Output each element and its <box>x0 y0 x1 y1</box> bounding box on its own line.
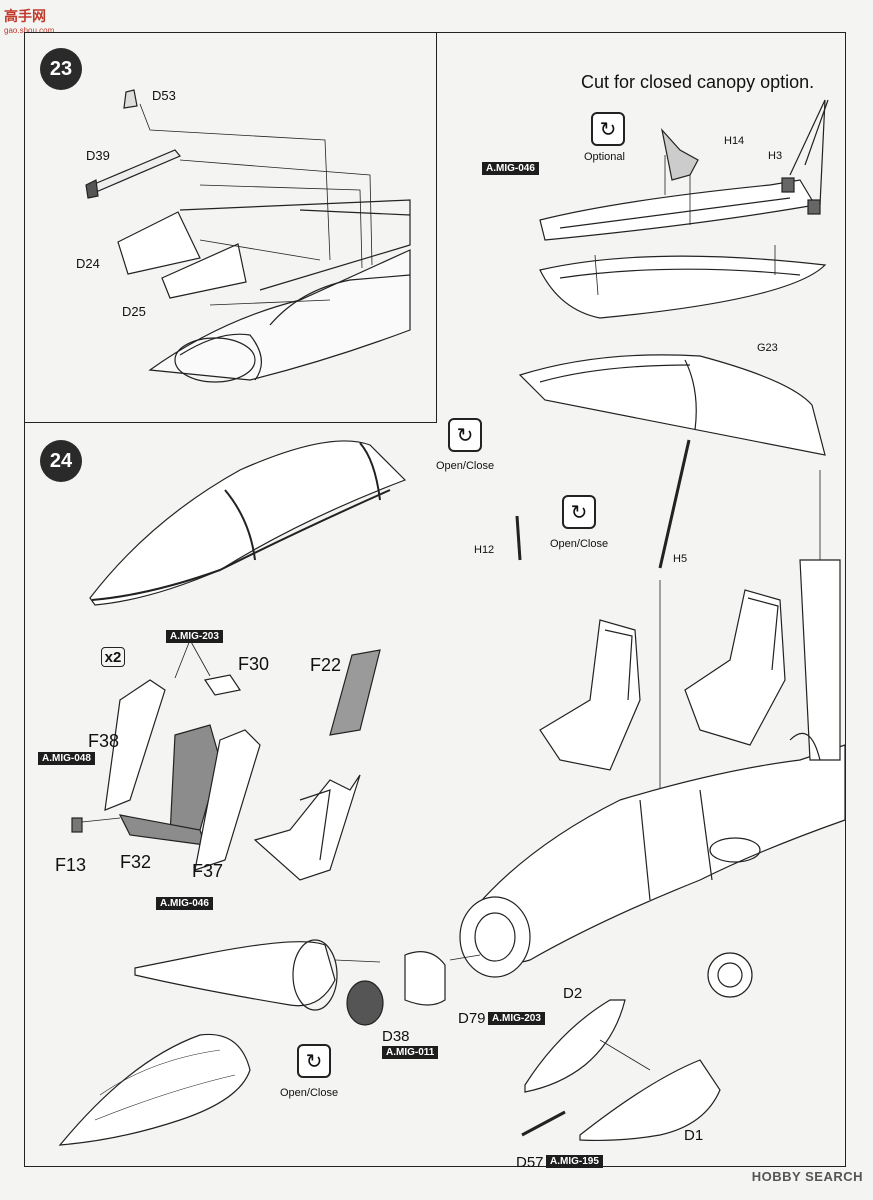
open-close-label: Open/Close <box>436 460 495 472</box>
paint-code: A.MIG-048 <box>38 752 95 765</box>
site-logo: 高手网 gao.shou.com <box>4 8 55 35</box>
open-close-icon: ↻ <box>297 1044 331 1078</box>
part-label-d39: D39 <box>86 148 110 163</box>
part-label-d1: D1 <box>684 1127 704 1144</box>
step-23-panel <box>24 32 437 423</box>
paint-code: A.MIG-046 <box>156 897 213 910</box>
part-label-d24: D24 <box>76 256 100 271</box>
paint-code: A.MIG-046 <box>482 162 539 175</box>
part-label-h14: H14 <box>724 135 745 147</box>
open-close-icon: ↻ <box>562 495 596 529</box>
part-label-f37: F37 <box>192 861 224 881</box>
optional-label: Optional <box>584 151 625 163</box>
part-label-h5: H5 <box>673 553 688 565</box>
paint-code: A.MIG-011 <box>382 1046 439 1059</box>
watermark: HOBBY SEARCH <box>751 1169 863 1184</box>
paint-code: A.MIG-203 <box>488 1012 545 1025</box>
part-label-d79: D79 <box>458 1010 486 1027</box>
part-label-f30: F30 <box>238 654 270 674</box>
closed-canopy-note: Cut for closed canopy option. <box>581 72 815 92</box>
part-label-g23: G23 <box>757 342 778 354</box>
open-close-label: Open/Close <box>280 1087 339 1099</box>
step-number: 23 <box>40 48 82 90</box>
part-label-f32: F32 <box>120 852 152 872</box>
part-label-d38: D38 <box>382 1028 410 1045</box>
open-close-label: Open/Close <box>550 538 609 550</box>
part-label-d2: D2 <box>563 985 583 1002</box>
optional-icon: ↻ <box>591 112 625 146</box>
open-close-icon: ↻ <box>448 418 482 452</box>
part-label-f38: F38 <box>88 731 120 751</box>
part-label-f22: F22 <box>310 655 342 675</box>
part-label-h12: H12 <box>474 544 495 556</box>
part-label-h3: H3 <box>768 150 783 162</box>
part-label-d57: D57 <box>516 1154 544 1171</box>
paint-code: A.MIG-203 <box>166 630 223 643</box>
paint-code: A.MIG-195 <box>546 1155 603 1168</box>
step-number: 24 <box>40 440 82 482</box>
part-label-f13: F13 <box>55 855 87 875</box>
part-label-d25: D25 <box>122 304 146 319</box>
page-frame <box>24 32 846 1167</box>
quantity-multiplier: x2 <box>101 647 125 667</box>
part-label-d53: D53 <box>152 88 176 103</box>
